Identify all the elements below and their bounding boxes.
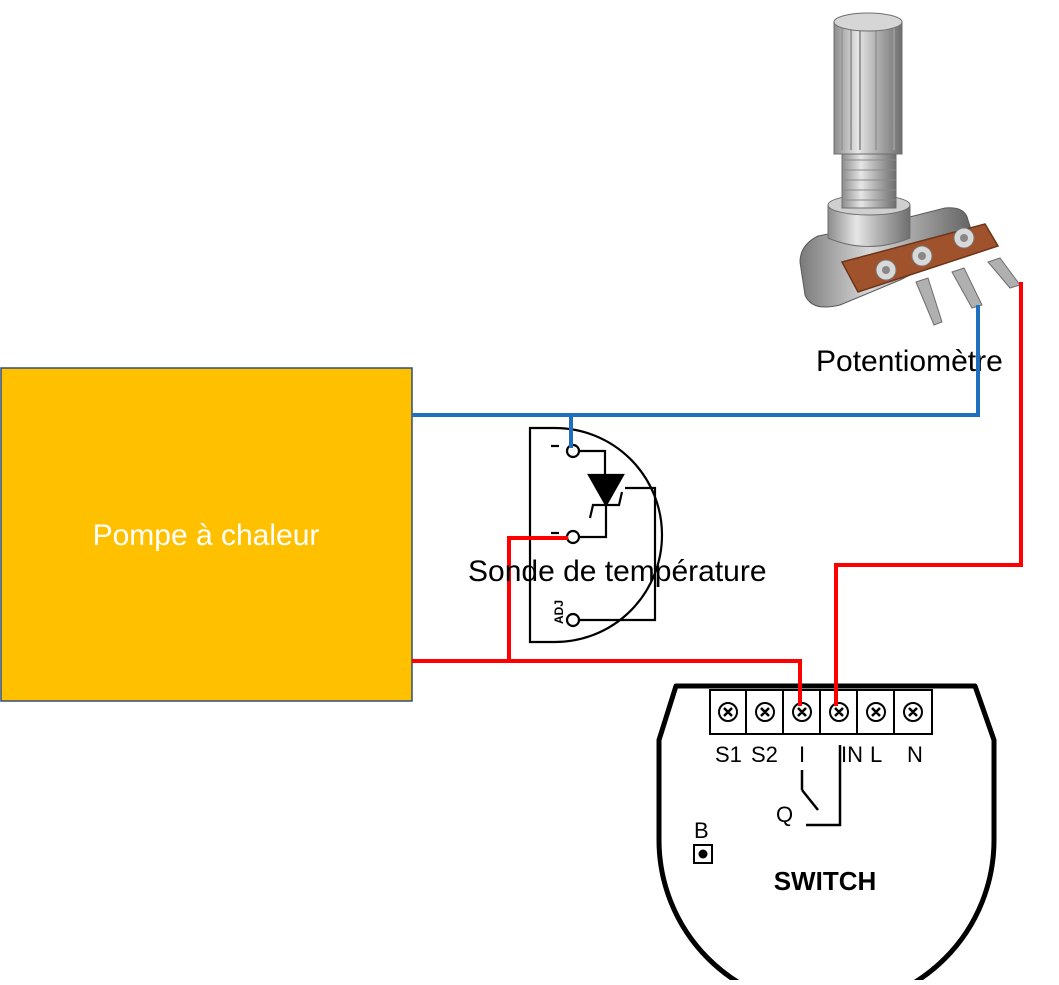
blue-wire-pump-to-pot: [412, 305, 980, 417]
heat-pump: Pompe à chaleur: [0, 367, 413, 702]
terminal-label-s2: S2: [751, 742, 778, 767]
terminal-label-i: I: [799, 742, 805, 767]
sensor-pin-adj: [565, 612, 581, 628]
sensor-adj-label: ADJ: [552, 600, 566, 624]
terminal-label-in: IN: [841, 742, 863, 767]
button-b-label: B: [694, 818, 709, 843]
sensor-lead-mid: [579, 505, 608, 539]
terminal-label-n: N: [907, 742, 923, 767]
sensor-lead-top: [579, 449, 607, 475]
switch-module-outline: [656, 683, 997, 985]
red-wire-pump-to-i: [412, 659, 802, 706]
heat-pump-label: Pompe à chaleur: [93, 519, 320, 552]
sensor-body-outline: [528, 426, 664, 644]
terminal-label-l: L: [870, 742, 882, 767]
pot-terminal-left: [915, 277, 943, 326]
button-b-dot-icon: [698, 849, 708, 859]
sensor-pin-2: [565, 529, 581, 545]
diode-icon: [587, 473, 625, 508]
terminal-labels: S1 S2 I IN L N: [715, 742, 923, 767]
relay-label: Q: [776, 802, 793, 827]
switch-title: SWITCH: [774, 866, 877, 896]
pot-terminal-mid: [951, 267, 983, 309]
potentiometer-label: Potentiomètre: [816, 345, 1003, 378]
sensor-label: Sonde de température: [468, 555, 767, 588]
red-wire-pot-to-in: [834, 282, 1023, 706]
terminal-screws: [718, 690, 923, 734]
potentiometer: Potentiomètre: [799, 12, 1021, 378]
temperature-sensor: ADJ: [528, 426, 664, 644]
switch-module: S1 S2 I IN L N Q B SWITCH: [656, 683, 997, 985]
pot-shaft-top: [833, 12, 903, 32]
red-wire-sensor: [507, 536, 568, 661]
heat-pump-box: [0, 367, 413, 702]
wires: [412, 282, 1023, 706]
pot-shaft: [833, 21, 903, 155]
terminal-label-s1: S1: [715, 742, 742, 767]
sensor-lead-adj: [579, 486, 657, 622]
relay-contact: [800, 745, 842, 827]
pot-terminal-right: [987, 257, 1021, 289]
pot-thread: [841, 149, 897, 209]
